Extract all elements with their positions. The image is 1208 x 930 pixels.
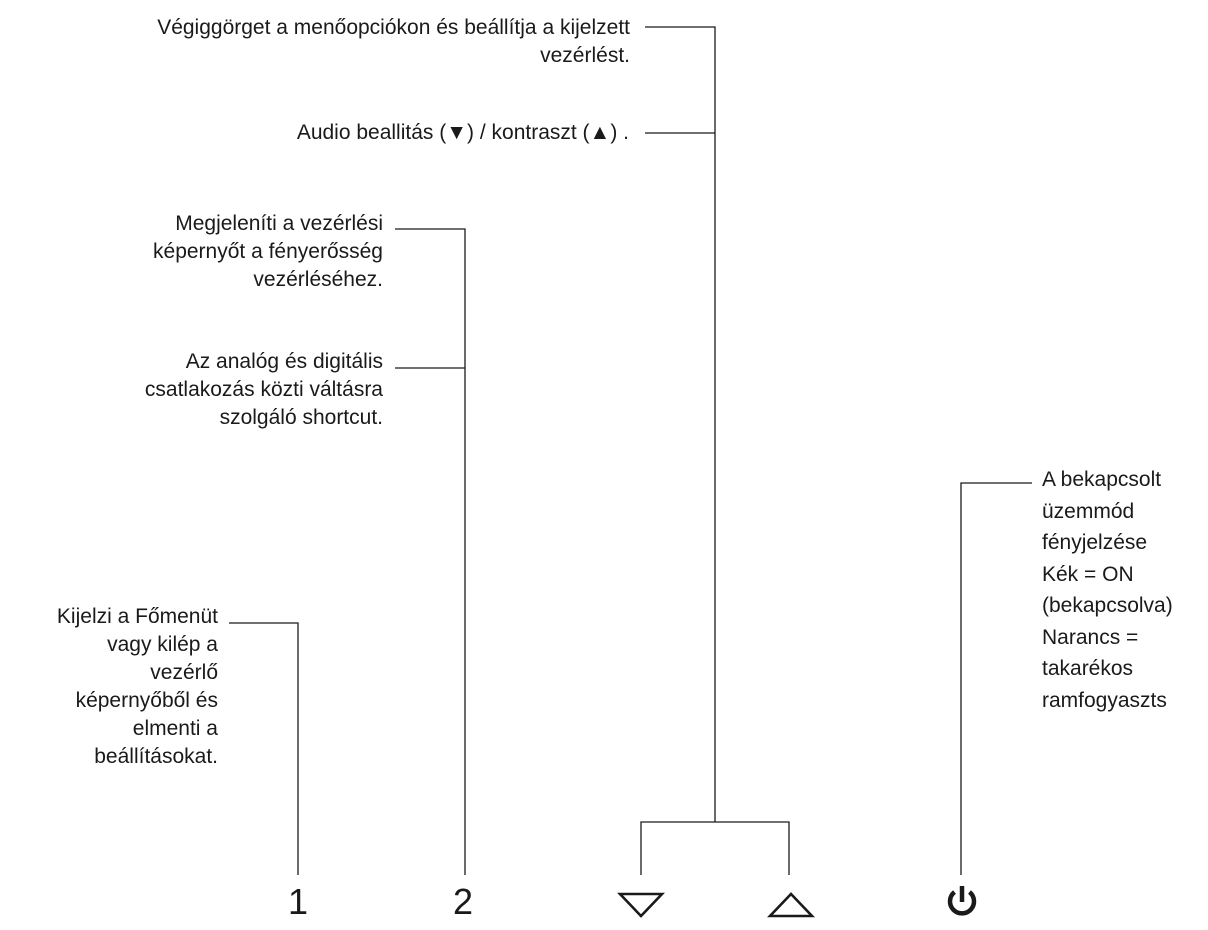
text-line: vezérlő xyxy=(150,661,218,684)
text-line: fényjelzése xyxy=(1042,531,1148,554)
leader-line-power xyxy=(960,482,1032,875)
text-line: ramfogyaszts xyxy=(1042,688,1167,712)
triangle-down-icon[interactable] xyxy=(617,891,665,919)
text-line: elmenti a xyxy=(132,717,218,740)
text-line: Narancs = xyxy=(1042,625,1139,649)
input-switch-description: Az analóg és digitális csatlakozás közti… xyxy=(145,348,383,432)
text-line: csatlakozás közti váltásra xyxy=(144,378,383,401)
leader-line-button-1 xyxy=(229,622,299,875)
power-led-description: A bekapcsolt üzemmód fényjelzése Kék = O… xyxy=(1042,464,1173,716)
button-2[interactable]: 2 xyxy=(452,881,474,922)
text-line: A bekapcsolt xyxy=(1042,468,1162,491)
power-icon[interactable] xyxy=(944,882,980,922)
text-line: (bekapcsolva) xyxy=(1042,594,1173,617)
scroll-buttons-description: Végiggörget a menőopciókon és beállítja … xyxy=(157,14,630,70)
brightness-button-description: Megjeleníti a vezérlési képernyőt a fény… xyxy=(153,210,383,294)
text-line: Az analóg és digitális xyxy=(185,350,383,373)
arrow-buttons-bracket xyxy=(640,821,790,875)
text-line: Audio beallitás (▼) / kontraszt (▲) . xyxy=(296,121,629,144)
text-line: képernyőt a fényerősség xyxy=(153,240,383,263)
text-line: Végiggörget a menőopciókon és beállítja … xyxy=(157,16,630,39)
text-line: vezérlést. xyxy=(540,44,630,67)
triangle-up-icon[interactable] xyxy=(767,891,815,919)
text-line: vagy kilép a xyxy=(107,633,218,656)
text-line: képernyőből és xyxy=(75,689,218,712)
text-line: szolgáló shortcut. xyxy=(219,406,383,429)
leader-line-scroll xyxy=(645,26,716,822)
audio-contrast-description: Audio beallitás (▼) / kontraszt (▲) . xyxy=(297,119,629,147)
menu-button-description: Kijelzi a Főmenüt vagy kilép a vezérlő k… xyxy=(57,603,218,771)
text-line: vezérléséhez. xyxy=(253,268,383,291)
text-line: takarékos xyxy=(1042,657,1134,680)
text-line: Kijelzi a Főmenüt xyxy=(56,605,218,628)
leader-line-button-2-brightness xyxy=(395,228,466,875)
text-line: Megjeleníti a vezérlési xyxy=(175,212,383,235)
text-line: beállításokat. xyxy=(94,745,218,768)
text-line: Kék = ON xyxy=(1042,562,1134,586)
button-1[interactable]: 1 xyxy=(287,881,309,922)
text-line: üzemmód xyxy=(1042,499,1135,523)
